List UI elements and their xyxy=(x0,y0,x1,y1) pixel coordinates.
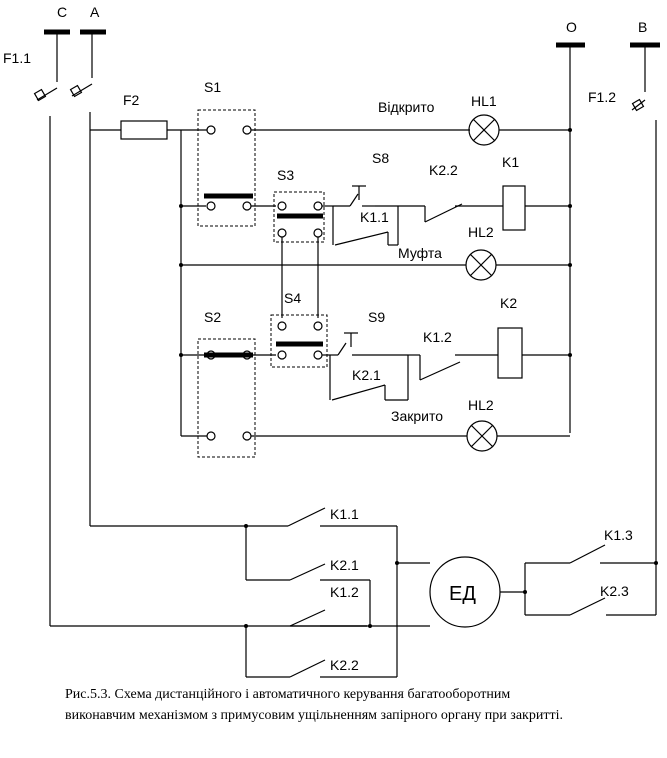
switch-s3 xyxy=(273,191,334,318)
switch-s2 xyxy=(197,338,467,458)
lamp-hl2-clutch xyxy=(465,249,572,281)
label-opened: Відкрито xyxy=(378,99,435,115)
label-f2: F2 xyxy=(123,92,140,108)
label-s9: S9 xyxy=(368,309,385,325)
label-k21-contact: K2.1 xyxy=(352,367,381,383)
label-k21-power: K2.1 xyxy=(330,557,359,573)
label-k12-power: K1.2 xyxy=(330,584,359,600)
lamp-hl2-closed xyxy=(466,420,570,452)
label-hl2-clutch: HL2 xyxy=(468,224,494,240)
coil-k1 xyxy=(502,185,526,231)
label-k23: K2.3 xyxy=(600,583,629,599)
branch-k1 xyxy=(333,185,572,246)
label-k2-coil: K2 xyxy=(500,295,517,311)
coil-k2 xyxy=(497,327,523,379)
label-bus-c: C xyxy=(57,4,67,20)
label-f11: F1.1 xyxy=(3,50,31,66)
lamp-hl1 xyxy=(468,114,570,146)
switch-s1 xyxy=(197,109,470,227)
label-f12: F1.2 xyxy=(588,89,616,105)
label-k11-power: K1.1 xyxy=(330,506,359,522)
label-hl2-closed: HL2 xyxy=(468,397,494,413)
label-bus-o: O xyxy=(566,19,577,35)
label-s8: S8 xyxy=(372,150,389,166)
label-hl1: HL1 xyxy=(471,93,497,109)
label-k13: K1.3 xyxy=(604,527,633,543)
label-k12-contact: K1.2 xyxy=(423,329,452,345)
label-k1-coil: K1 xyxy=(502,154,519,170)
label-closed: Закрито xyxy=(391,408,443,424)
motor-label: ЕД xyxy=(449,583,476,605)
label-s4: S4 xyxy=(284,290,301,306)
label-s3: S3 xyxy=(277,167,294,183)
caption-line-1: Рис.5.3. Схема дистанційного і автоматич… xyxy=(65,687,510,702)
label-k22-contact: K2.2 xyxy=(429,162,458,178)
fuse-f2 xyxy=(120,120,168,140)
caption-line-2: виконавчим механізмом з примусовим ущіль… xyxy=(65,708,563,723)
branch-k2 xyxy=(331,327,572,401)
label-k11-contact: K1.1 xyxy=(360,209,389,225)
power-contacts xyxy=(244,507,430,678)
label-k22-power: K2.2 xyxy=(330,657,359,673)
label-bus-a: A xyxy=(90,4,100,20)
switch-s4 xyxy=(270,314,338,400)
motor-ed xyxy=(429,556,525,628)
label-s1: S1 xyxy=(204,79,221,95)
label-bus-b: B xyxy=(638,19,647,35)
control-bus xyxy=(90,120,570,437)
label-s2: S2 xyxy=(204,309,221,325)
feeders xyxy=(33,32,657,627)
contacts-k13-k23 xyxy=(523,544,658,616)
label-clutch: Муфта xyxy=(398,245,442,261)
